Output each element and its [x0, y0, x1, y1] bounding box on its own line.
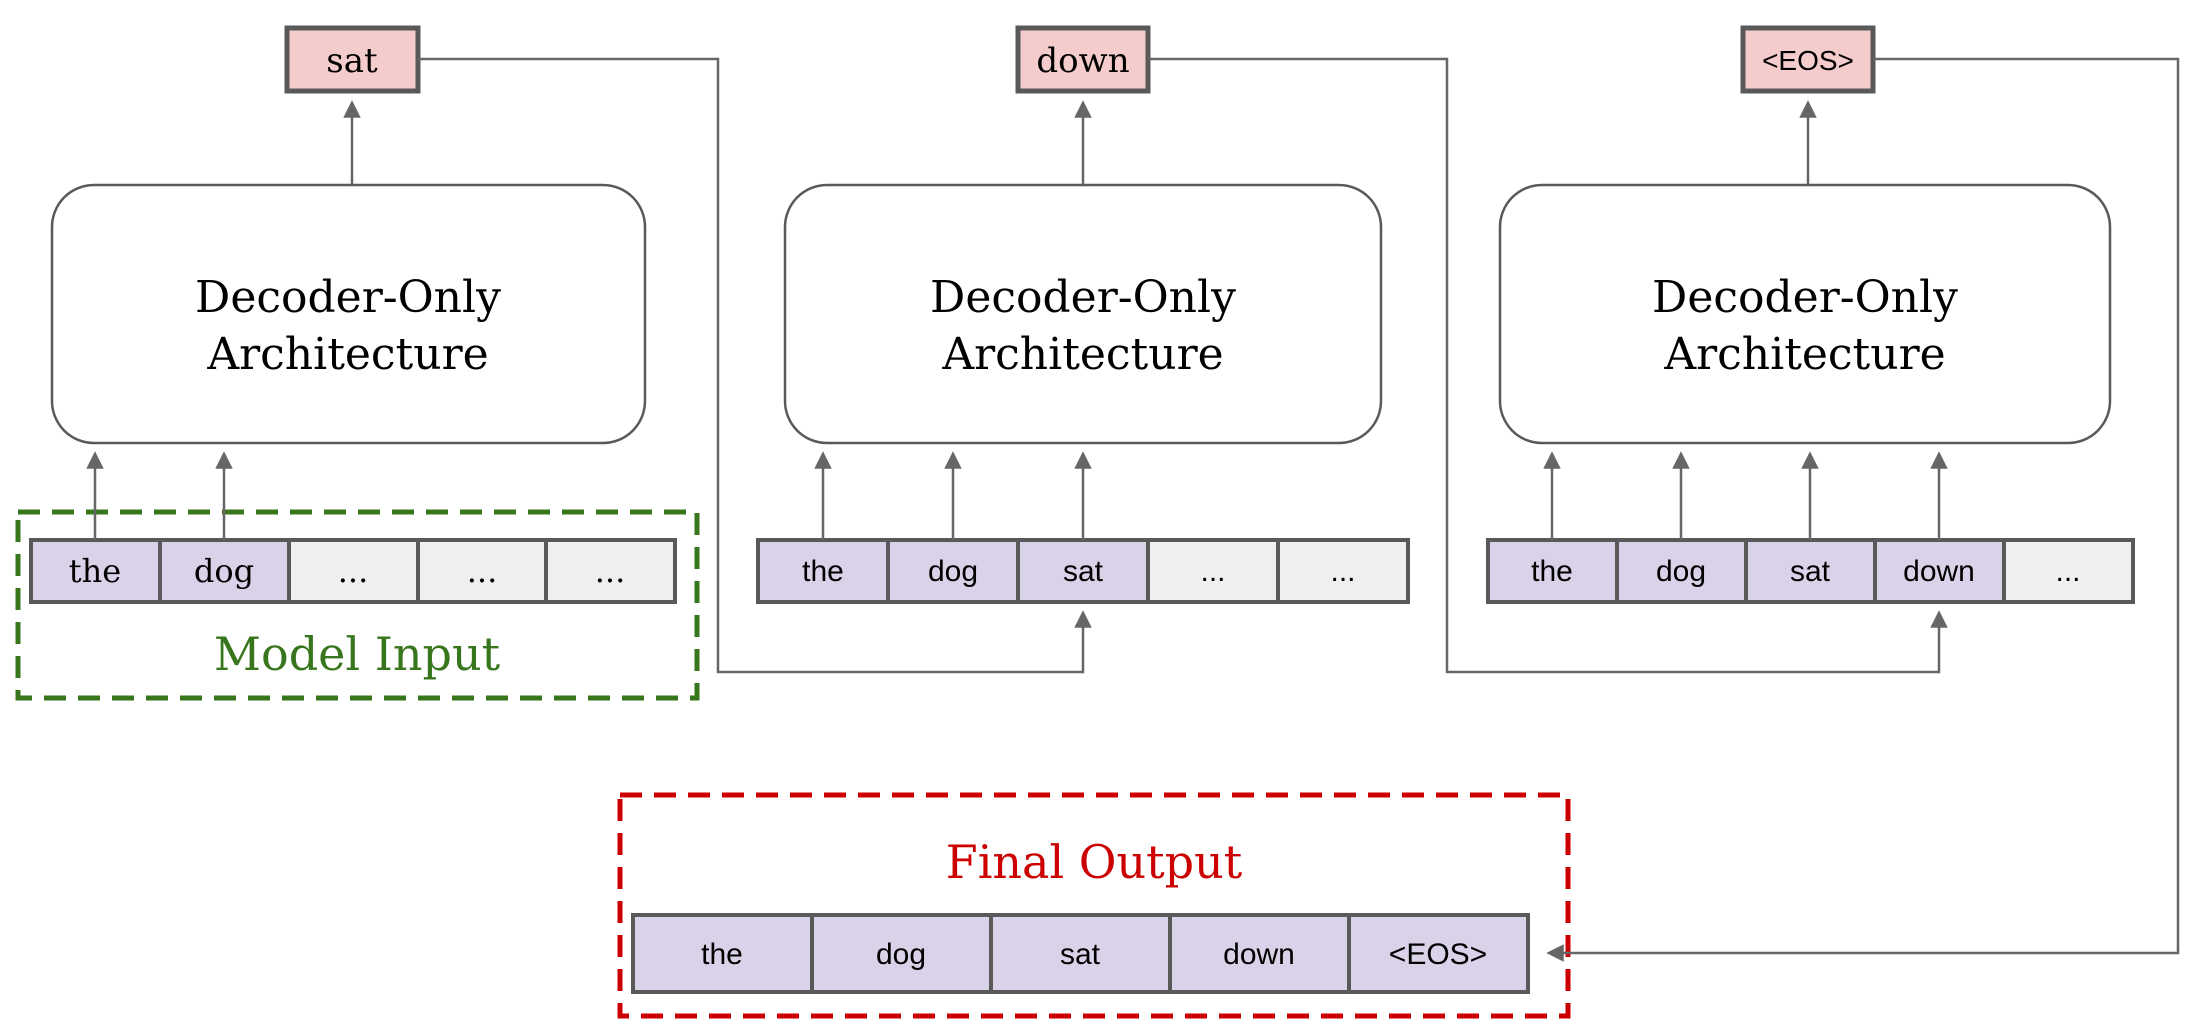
- stage1-token-label: dog: [194, 552, 254, 590]
- final-output-row: the dog sat down <EOS>: [631, 913, 1530, 994]
- stage2-token-label: dog: [928, 555, 978, 588]
- stage3-decoder-label-line1: Decoder-Only: [1652, 272, 1958, 323]
- stage3-output-box: [1740, 25, 1876, 94]
- final-output-token-label: dog: [876, 938, 926, 971]
- stage2-decoder-label-line1: Decoder-Only: [930, 272, 1236, 323]
- stage1-token-label: the: [69, 552, 121, 590]
- stage2-decoder-label-line2: Architecture: [941, 329, 1223, 380]
- stage3-token-cell: [2002, 538, 2135, 604]
- final-output-token-label: down: [1223, 938, 1295, 971]
- final-output-cell: [631, 913, 814, 994]
- stage1-output-token-label: sat: [326, 41, 378, 81]
- final-output-label: Final Output: [946, 835, 1243, 889]
- stage3-token-label: sat: [1790, 555, 1831, 588]
- stage1-decoder-label-line1: Decoder-Only: [195, 272, 501, 323]
- final-output-dashed-box: [617, 792, 1571, 1019]
- stage3-feedback-line: [1546, 57, 2180, 962]
- stage1-feedback-line: [418, 57, 1092, 674]
- stage3-token-label: dog: [1656, 555, 1706, 588]
- stage1-token-label: ...: [467, 552, 498, 590]
- stage-3: Decoder-Only Architecture <EOS> the dog …: [1486, 25, 2180, 962]
- stage1-token-label: ...: [338, 552, 369, 590]
- stage3-decoder-box: [1498, 183, 2112, 445]
- model-input-label: Model Input: [214, 627, 501, 681]
- model-input-dashed-box: [15, 509, 700, 701]
- stage3-token-cell: [1615, 538, 1748, 604]
- final-output-cell: [1347, 913, 1530, 994]
- stage3-token-label: down: [1903, 555, 1975, 588]
- final-output-token-label: <EOS>: [1389, 938, 1487, 971]
- stage3-token-label: the: [1531, 555, 1573, 588]
- stage1-token-label: ...: [595, 552, 626, 590]
- stage2-token-label: ...: [1330, 555, 1355, 588]
- stage2-token-cell: [1276, 538, 1410, 604]
- final-output-cell: [989, 913, 1172, 994]
- stage1-token-cell: [158, 538, 291, 604]
- stage1-output-box: [284, 25, 421, 94]
- stage-1: Decoder-Only Architecture sat the dog ..…: [29, 25, 1092, 674]
- stage3-token-label: ...: [2055, 555, 2080, 588]
- final-output-token-label: sat: [1060, 938, 1101, 971]
- stage1-token-cell: [544, 538, 677, 604]
- stage1-token-cell: [287, 538, 420, 604]
- stage2-token-cell: [756, 538, 890, 604]
- stage2-token-label: sat: [1063, 555, 1104, 588]
- stage2-token-cell: [1146, 538, 1280, 604]
- stage2-output-token-label: down: [1036, 41, 1129, 81]
- stage2-feedback-line: [1148, 57, 1948, 674]
- stage3-decoder-label-line2: Architecture: [1663, 329, 1945, 380]
- stage-2: Decoder-Only Architecture down the dog s…: [756, 25, 1948, 674]
- stage1-decoder-box: [50, 183, 647, 445]
- final-output-cell: [810, 913, 993, 994]
- stage2-token-label: the: [802, 555, 844, 588]
- stage1-decoder-label-line2: Architecture: [206, 329, 488, 380]
- final-output-token-label: the: [701, 938, 743, 971]
- stage3-output-token-label: <EOS>: [1762, 45, 1854, 76]
- stage2-token-label: ...: [1200, 555, 1225, 588]
